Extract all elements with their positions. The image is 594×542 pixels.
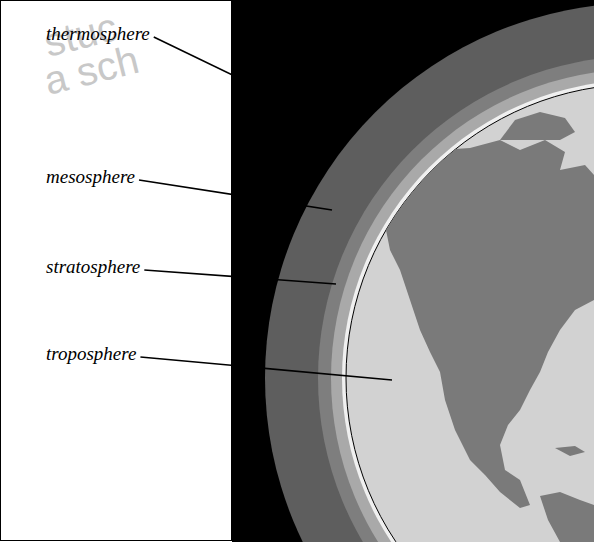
troposphere-band (342, 80, 594, 542)
earth (346, 84, 594, 542)
stratosphere-band (331, 69, 594, 542)
layer-label: stratosphere (46, 257, 140, 278)
leader-line (139, 180, 332, 210)
layer-label: troposphere (46, 344, 136, 365)
label-panel (1, 1, 232, 541)
leader-line (140, 357, 392, 380)
thermosphere-band (265, 3, 594, 542)
mesosphere-band (318, 56, 594, 542)
leader-line (144, 270, 336, 284)
leader-line (154, 37, 350, 132)
continents (385, 112, 594, 542)
layer-label: thermosphere (46, 24, 150, 45)
layer-label: mesosphere (46, 167, 135, 188)
